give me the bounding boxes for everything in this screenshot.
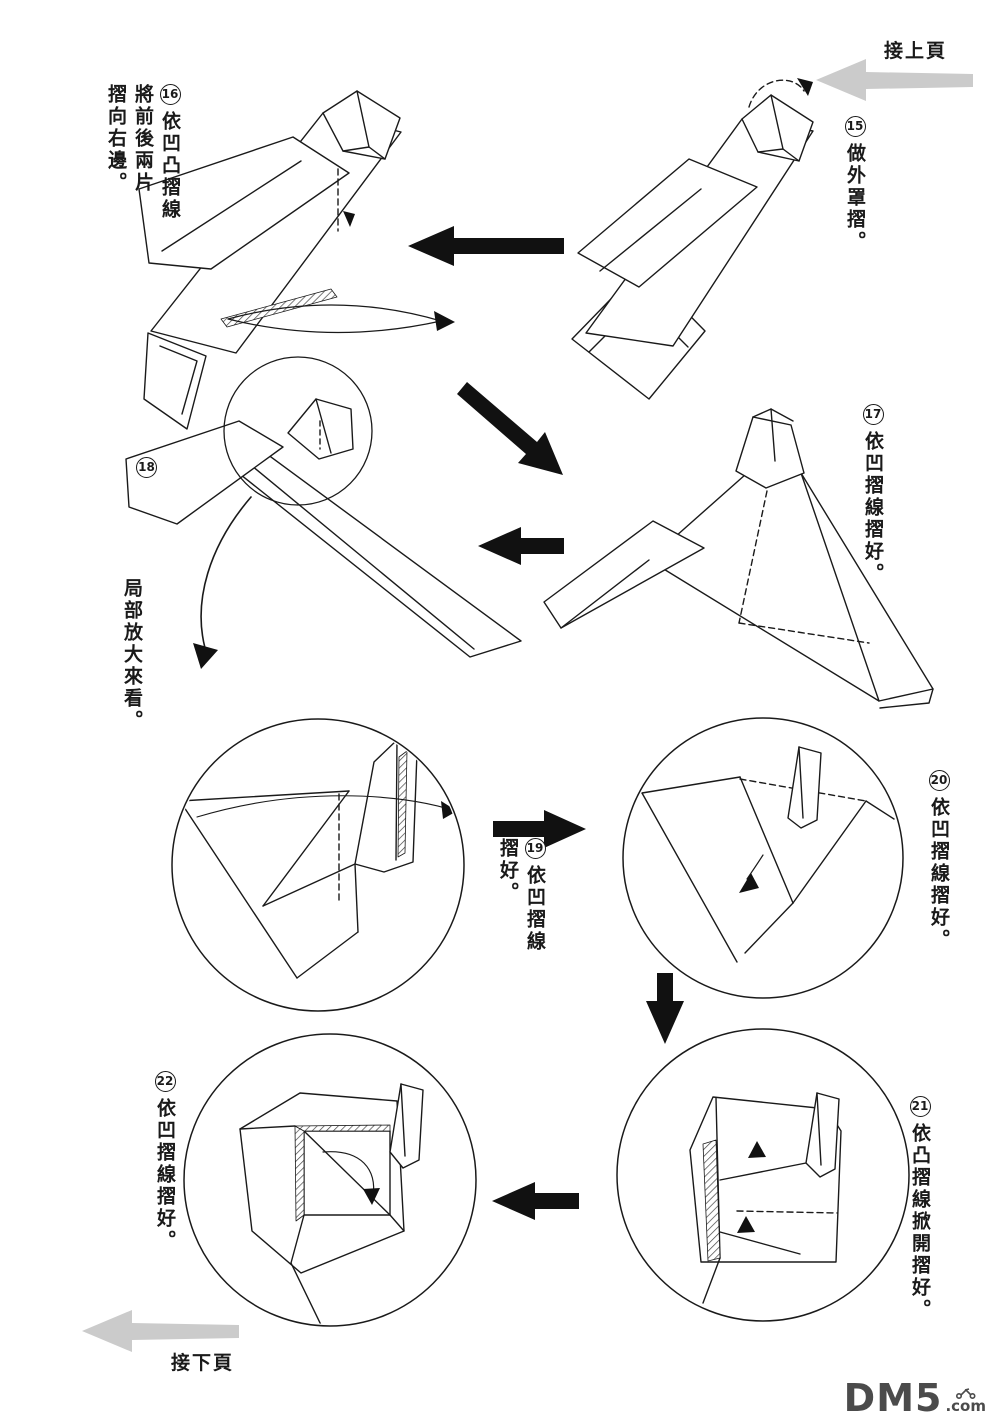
step-16-number: 16 xyxy=(159,84,181,105)
prev-page-arrow-icon xyxy=(816,59,973,101)
step-22-line: 22 依凹摺線摺好。 xyxy=(151,1071,178,1252)
step-16-line-2: 將前後兩片 xyxy=(132,84,154,194)
step-18-number: 18 xyxy=(136,457,157,478)
zoom-circle-step20 xyxy=(622,717,904,999)
step-17-number: 17 xyxy=(862,404,884,425)
scooter-icon xyxy=(955,1388,976,1399)
zoom-source-circle xyxy=(223,356,373,506)
zoom-circle-step21 xyxy=(616,1028,910,1322)
step-20-number: 20 xyxy=(928,770,950,791)
step-17-label: 17 依凹摺線摺好。 xyxy=(859,404,886,585)
origami-figure-step18 xyxy=(125,356,522,669)
step-16-line-1: 16 依凹凸摺線 xyxy=(156,84,183,221)
step-16-line-3: 摺向右邊。 xyxy=(105,84,127,194)
step-18-label: 18 xyxy=(136,456,157,484)
zoom-circle-step19 xyxy=(171,718,465,1012)
flow-arrow-left-top xyxy=(408,226,564,266)
origami-figure-step16 xyxy=(138,90,455,430)
step-19-line-1: 19 依凹摺線 xyxy=(521,838,548,953)
step-16-label: 16 依凹凸摺線 將前後兩片 摺向右邊。 xyxy=(102,84,183,221)
step-21-text: 依凸摺線掀開摺好。 xyxy=(909,1123,931,1321)
watermark: DM5 .com xyxy=(843,1375,986,1420)
step-15-text: 做外罩摺。 xyxy=(844,143,866,253)
step-19-text-1: 依凹摺線 xyxy=(524,865,546,953)
step-19-line-2: 摺好。 xyxy=(497,838,519,904)
step-21-label: 21 依凸摺線掀開摺好。 xyxy=(906,1096,933,1321)
flow-arrow-left-middle xyxy=(478,527,564,565)
zoom-note-text: 局部放大來看。 xyxy=(121,578,143,732)
step-22-label: 22 依凹摺線摺好。 xyxy=(151,1071,178,1252)
step-22-number: 22 xyxy=(154,1071,176,1092)
watermark-suffix: .com xyxy=(945,1397,986,1415)
origami-figure-step17 xyxy=(543,408,934,709)
flow-arrow-right-circles xyxy=(493,810,586,848)
step-17-line: 17 依凹摺線摺好。 xyxy=(859,404,886,585)
zoom-note: 局部放大來看。 xyxy=(118,578,145,732)
zoom-circle-step22 xyxy=(183,1033,477,1327)
flow-arrow-left-bottom xyxy=(492,1182,579,1220)
flow-arrow-down xyxy=(646,973,684,1044)
zoom-callout-arrow xyxy=(200,496,252,649)
step-20-label: 20 依凹摺線摺好。 xyxy=(925,770,952,951)
next-page-label: 接下頁 xyxy=(171,1352,235,1374)
step-21-number: 21 xyxy=(909,1096,931,1117)
origami-figure-step15 xyxy=(571,78,814,400)
step-19-label: 19 依凹摺線 摺好。 xyxy=(494,838,548,953)
zoom-note-line: 局部放大來看。 xyxy=(118,578,145,732)
flow-arrow-diagonal xyxy=(457,382,563,475)
step-17-text: 依凹摺線摺好。 xyxy=(862,431,884,585)
prev-page-label: 接上頁 xyxy=(884,40,948,62)
step-16-text-1: 依凹凸摺線 xyxy=(159,111,181,221)
step-15-label: 15 做外罩摺。 xyxy=(841,116,868,253)
watermark-suffix-block: .com xyxy=(945,1386,986,1414)
step-20-text: 依凹摺線摺好。 xyxy=(928,797,950,951)
step-15-line: 15 做外罩摺。 xyxy=(841,116,868,253)
step-22-text: 依凹摺線摺好。 xyxy=(154,1098,176,1252)
next-page-arrow-icon xyxy=(82,1310,239,1352)
step-20-line: 20 依凹摺線摺好。 xyxy=(925,770,952,951)
step-19-number: 19 xyxy=(524,838,546,859)
step-21-line: 21 依凸摺線掀開摺好。 xyxy=(906,1096,933,1321)
watermark-text: DM5 xyxy=(843,1375,943,1420)
step-15-number: 15 xyxy=(844,116,866,137)
